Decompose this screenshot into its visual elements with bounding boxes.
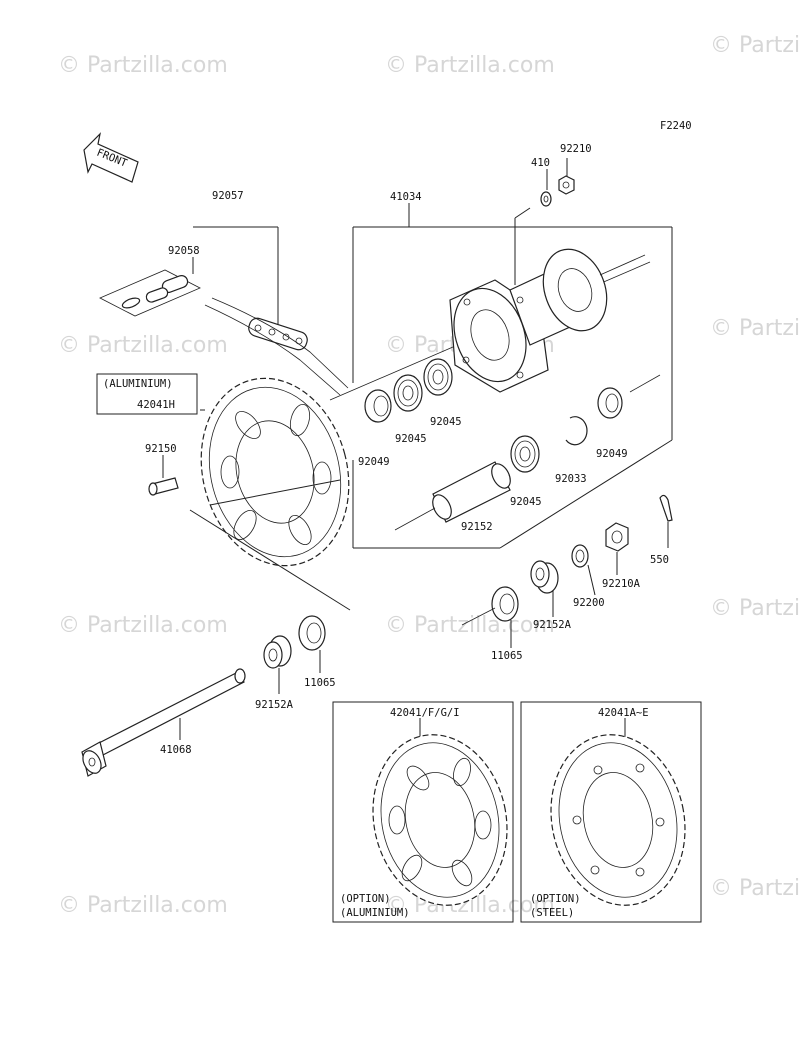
label-92210A: 92210A [602, 578, 641, 590]
watermark: © Partzilla.com [58, 53, 228, 78]
aluminium-tag-box [96, 373, 198, 415]
label-92152A-left: 92152A [255, 699, 294, 711]
collar-92152A-left [263, 635, 292, 694]
label-92210: 92210 [560, 143, 592, 155]
label-92057: 92057 [212, 190, 244, 202]
label-92152A-right: 92152A [533, 619, 572, 631]
option-part-steel: 42041A~E [598, 707, 649, 719]
watermark: © Partzilla.com [58, 333, 228, 358]
circlip-92033 [565, 416, 588, 446]
option-sprocket-aluminium-icon [372, 734, 508, 906]
watermark: © Partzilla.com [385, 53, 555, 78]
spacer-92152 [394, 461, 511, 531]
label-11065-right: 11065 [491, 650, 523, 662]
label-92152: 92152 [461, 521, 493, 533]
label-42041H: 42041H [137, 399, 175, 411]
aluminium-tag: (ALUMINIUM) [103, 378, 173, 390]
watermark: © Partzilla.com [58, 613, 228, 638]
label-41068: 41068 [160, 744, 192, 756]
option-part-aluminium: 42041/F/G/I [390, 707, 460, 719]
bearing-92045-b [423, 358, 453, 396]
label-92200: 92200 [573, 597, 605, 609]
option-line2-steel: (STEEL) [530, 907, 574, 919]
label-92150: 92150 [145, 443, 177, 455]
chain-group [99, 226, 349, 396]
option-box-aluminium [332, 701, 514, 923]
rear-hub-icon [449, 248, 608, 393]
label-41034: 41034 [390, 191, 422, 203]
watermark: © Partzilla.com [710, 316, 800, 341]
label-92049-right: 92049 [596, 448, 628, 460]
hub-assembly-group [329, 203, 673, 549]
seal-92049-right [597, 387, 623, 419]
label-92045-a: 92045 [395, 433, 427, 445]
front-arrow-icon: FRONT [83, 132, 139, 183]
sprocket-42041H-icon [200, 377, 350, 567]
label-550: 550 [650, 554, 669, 566]
collar-92152A-right [530, 560, 559, 617]
watermark: © Partzilla.com [385, 613, 555, 638]
watermark: © Partzilla.com [710, 33, 800, 58]
castle-nut-92210A [605, 522, 629, 575]
label-92058: 92058 [168, 245, 200, 257]
option-box-steel [520, 701, 702, 923]
nut-92210 [558, 158, 575, 195]
label-92033: 92033 [555, 473, 587, 485]
cotter-pin-550 [659, 494, 673, 548]
label-410: 410 [531, 157, 550, 169]
axle-41068 [81, 668, 246, 777]
part-labels: 92057 92058 41034 410 92210 (ALUMINIUM) … [103, 143, 669, 919]
bolt-92150 [148, 455, 179, 496]
label-92049-left: 92049 [358, 456, 390, 468]
diagram-code: F2240 [660, 120, 692, 132]
label-92045-b: 92045 [430, 416, 462, 428]
washer-410 [540, 169, 552, 207]
watermark: © Partzilla.com [58, 893, 228, 918]
option-line2-aluminium: (ALUMINIUM) [340, 907, 410, 919]
option-sprocket-steel-icon [550, 734, 686, 906]
bearing-92045-a [393, 374, 423, 412]
option-line1-aluminium: (OPTION) [340, 893, 391, 905]
label-92045-c: 92045 [510, 496, 542, 508]
master-link-icon [121, 275, 189, 309]
seal-11065-left [298, 615, 326, 673]
washer-92200 [571, 544, 596, 596]
seal-92049-left [364, 389, 392, 423]
watermark: © Partzilla.com [710, 596, 800, 621]
seal-11065-right [461, 586, 519, 648]
label-11065-left: 11065 [304, 677, 336, 689]
bearing-92045-c [510, 435, 540, 473]
watermark: © Partzilla.com [710, 876, 800, 901]
option-line1-steel: (OPTION) [530, 893, 581, 905]
